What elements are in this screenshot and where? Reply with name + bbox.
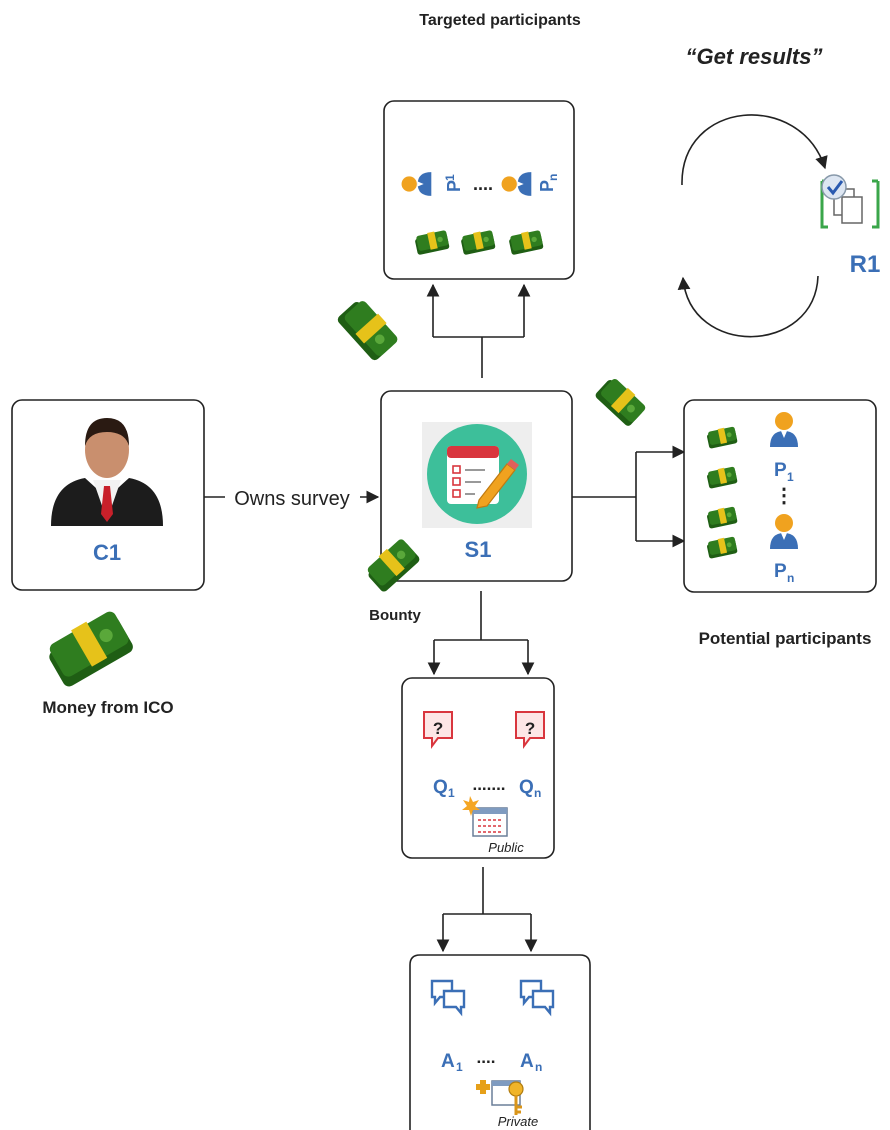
public-form-icon xyxy=(462,796,508,837)
svg-text:1: 1 xyxy=(456,1060,463,1074)
svg-text:n: n xyxy=(534,786,541,800)
question-bubble-icon: ? xyxy=(423,711,453,747)
targeted-participants-label: Targeted participants xyxy=(419,12,581,29)
question-bubble-icon: ? xyxy=(515,711,545,747)
get-results-label: “Get results” xyxy=(686,44,823,69)
client-id-label: C1 xyxy=(93,540,121,565)
cycle-arrow-top xyxy=(681,114,828,186)
cycle-arrow-bottom xyxy=(677,275,819,338)
answer-first-label: A 1 xyxy=(441,1051,463,1074)
survey-clipboard-icon xyxy=(422,422,532,528)
participant-first-label: P 1 xyxy=(443,174,464,192)
owns-survey-label: Owns survey xyxy=(234,488,350,510)
svg-text:n: n xyxy=(546,174,560,181)
money-stack-icon xyxy=(332,291,403,369)
potential-ellipsis: ⋮ xyxy=(774,485,794,507)
connector-questions-to-answers xyxy=(436,867,538,953)
svg-text:P: P xyxy=(444,180,464,192)
answer-last-label: A n xyxy=(520,1051,542,1074)
svg-text:Q: Q xyxy=(519,777,534,798)
targeted-ellipsis: .... xyxy=(473,174,493,194)
private-key-form-icon xyxy=(476,1080,524,1115)
svg-text:1: 1 xyxy=(443,174,457,181)
svg-text:A: A xyxy=(441,1051,455,1072)
svg-text:1: 1 xyxy=(787,470,794,484)
question-first-label: Q 1 xyxy=(433,777,455,800)
potential-participant-last-label: P n xyxy=(774,561,794,585)
question-last-label: Q n xyxy=(519,777,541,800)
get-results-cycle xyxy=(677,114,828,338)
svg-text:n: n xyxy=(787,571,794,585)
bounty-label: Bounty xyxy=(369,607,421,624)
businessman-icon xyxy=(51,418,163,526)
results-id-label: R1 xyxy=(850,251,881,278)
potential-participant-first-label: P 1 xyxy=(774,460,794,484)
public-label: Public xyxy=(488,840,524,855)
svg-text:P: P xyxy=(774,561,787,582)
svg-text:A: A xyxy=(520,1051,534,1072)
money-stack-icon xyxy=(39,606,141,692)
participant-last-label: P n xyxy=(537,174,560,192)
svg-text:n: n xyxy=(535,1060,542,1074)
svg-text:?: ? xyxy=(525,719,535,738)
money-from-ico-label: Money from ICO xyxy=(42,698,173,717)
money-stack-icon xyxy=(591,370,651,434)
questions-ellipsis: ....... xyxy=(472,775,505,794)
documents-check-icon xyxy=(820,174,880,229)
svg-text:1: 1 xyxy=(448,786,455,800)
connector-survey-to-questions xyxy=(427,591,535,676)
survey-id-label: S1 xyxy=(465,537,492,562)
svg-text:?: ? xyxy=(433,719,443,738)
potential-participants-label: Potential participants xyxy=(699,629,872,648)
answers-ellipsis: .... xyxy=(477,1048,496,1067)
connector-survey-to-potential xyxy=(572,445,686,548)
connector-survey-to-targeted xyxy=(426,283,531,378)
svg-text:P: P xyxy=(537,180,557,192)
private-label: Private xyxy=(498,1114,538,1129)
svg-text:P: P xyxy=(774,460,787,481)
svg-text:Q: Q xyxy=(433,777,448,798)
